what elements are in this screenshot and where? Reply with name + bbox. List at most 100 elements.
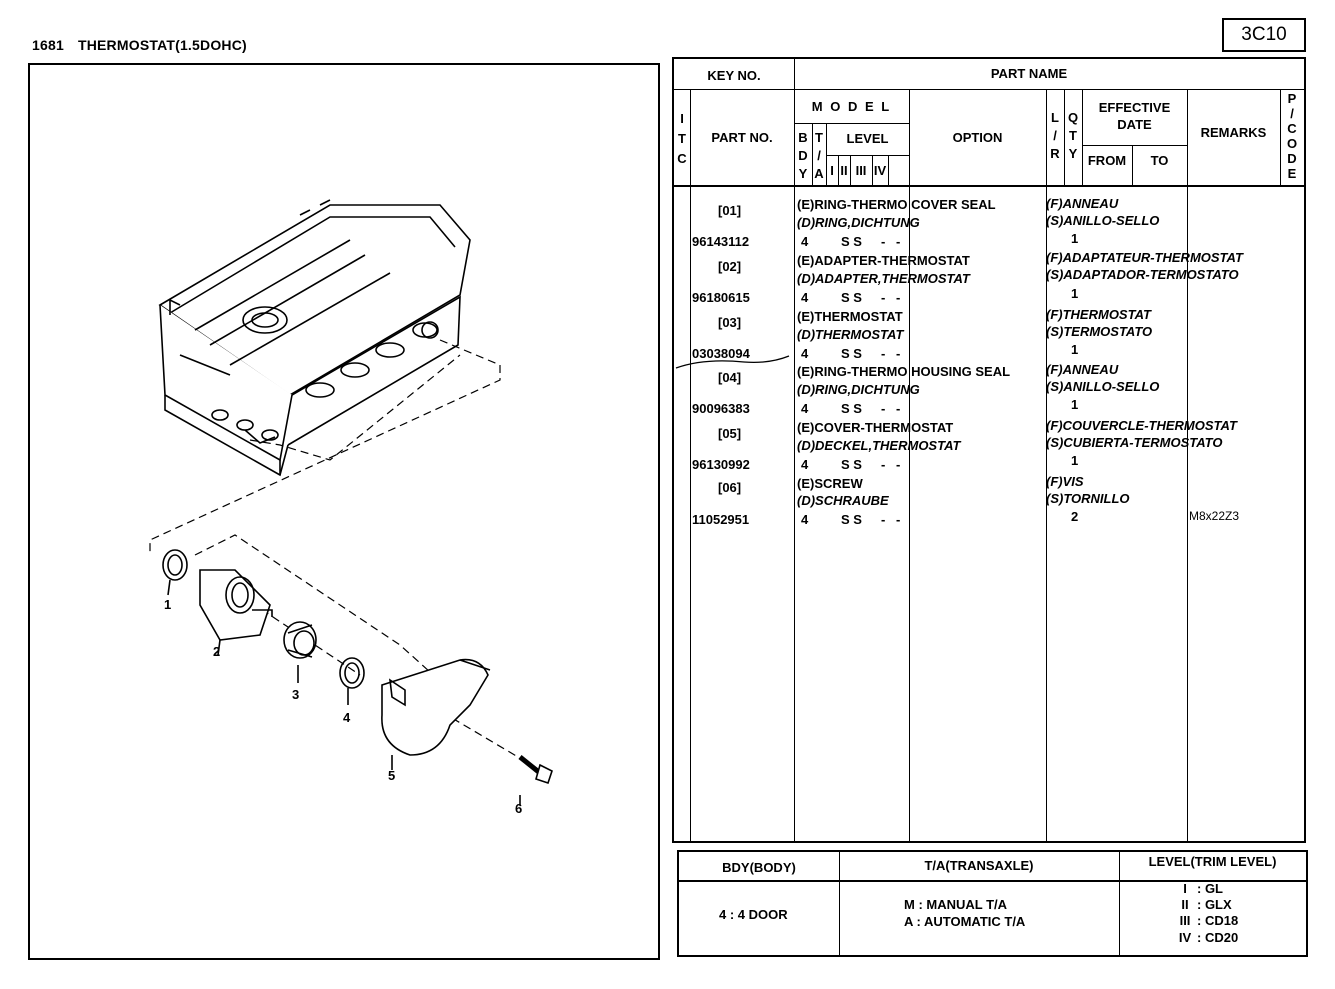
key-no: [03] xyxy=(718,315,742,330)
callout-3: 3 xyxy=(292,687,299,702)
part-name-f: (F)VIS xyxy=(1046,474,1084,489)
key-no: [04] xyxy=(718,370,742,385)
body-code: 4 xyxy=(801,346,809,361)
legend-level-iv: IV: CD20 xyxy=(1178,930,1239,945)
legend-level-iii: III: CD18 xyxy=(1179,913,1239,928)
thermostat-part-3 xyxy=(283,621,317,683)
part-name-e: (E)COVER-THERMOSTAT xyxy=(797,420,954,435)
key-no: [02] xyxy=(718,259,742,274)
part-no: 03038094 xyxy=(692,346,750,361)
ring-seal-part-4 xyxy=(339,657,365,689)
key-no: [06] xyxy=(718,480,742,495)
remarks-header: REMARKS xyxy=(1200,125,1267,140)
level-iv-value: - xyxy=(896,401,901,416)
part-no-header: PART NO. xyxy=(711,130,773,145)
quantity: 1 xyxy=(1071,397,1079,412)
level-iii-value: - xyxy=(881,512,886,527)
part-no: 96143112 xyxy=(692,234,750,249)
body-code: 4 xyxy=(801,512,809,527)
transaxle-codes: S S xyxy=(841,346,862,361)
quantity: 2 xyxy=(1071,509,1079,524)
transaxle-codes: S S xyxy=(841,512,862,527)
key-no-header: KEY NO. xyxy=(707,68,761,83)
quantity: 1 xyxy=(1071,286,1079,301)
thermostat-exploded-diagram: 1 2 3 4 5 6 xyxy=(149,199,553,816)
level-iii-value: - xyxy=(881,234,886,249)
body-code: 4 xyxy=(801,234,809,249)
level-iii-value: - xyxy=(881,457,886,472)
part-name-f: (F)ANNEAU xyxy=(1046,362,1119,377)
handwritten-underline xyxy=(675,355,790,369)
level-header: LEVEL xyxy=(846,131,889,146)
transaxle-codes: S S xyxy=(841,401,862,416)
part-name-e: (E)ADAPTER-THERMOSTAT xyxy=(797,253,970,268)
callout-5: 5 xyxy=(388,768,395,783)
key-no: [01] xyxy=(718,203,742,218)
part-name-e: (E)THERMOSTAT xyxy=(797,309,903,324)
level-iii-header: III xyxy=(855,163,867,178)
legend-level-ii: II: GLX xyxy=(1181,897,1232,912)
part-name-e: (E)SCREW xyxy=(797,476,863,491)
from-header: FROM xyxy=(1087,153,1127,168)
part-name-f: (F)ANNEAU xyxy=(1046,196,1119,211)
part-no: 90096383 xyxy=(692,401,750,416)
part-name-s: (S)CUBIERTA-TERMOSTATO xyxy=(1046,435,1223,450)
body-code: 4 xyxy=(801,290,809,305)
body-code: 4 xyxy=(801,457,809,472)
quantity: 1 xyxy=(1071,453,1079,468)
part-name-d: (D)ADAPTER,THERMOSTAT xyxy=(797,271,970,286)
legend-level-header: LEVEL(TRIM LEVEL) xyxy=(1148,854,1277,869)
level-iv-header: IV xyxy=(873,163,887,178)
part-name-s: (S)TORNILLO xyxy=(1046,491,1130,506)
page-number: 1681 xyxy=(32,37,64,53)
body-code: 4 xyxy=(801,401,809,416)
callout-1: 1 xyxy=(164,597,171,612)
part-no: 11052951 xyxy=(692,512,750,527)
legend-ta-manual: M : MANUAL T/A xyxy=(904,897,1008,912)
legend-level-i: I: GL xyxy=(1183,881,1223,896)
callout-4: 4 xyxy=(343,710,351,725)
key-no: [05] xyxy=(718,426,742,441)
section-title: THERMOSTAT(1.5DOHC) xyxy=(77,37,247,53)
to-header: TO xyxy=(1150,153,1169,168)
model-header: M O D E L xyxy=(811,99,892,114)
cylinder-head-drawing xyxy=(158,199,471,477)
ta-header: T/A xyxy=(814,130,824,181)
part-name-d: (D)RING,DICHTUNG xyxy=(797,215,920,230)
exploded-diagram-panel: 1 2 3 4 5 6 xyxy=(28,63,660,960)
part-no: 96180615 xyxy=(692,290,750,305)
part-name-f: (F)ADAPTATEUR-THERMOSTAT xyxy=(1046,250,1243,265)
page-code-box: 3C10 xyxy=(1222,18,1306,52)
quantity: 1 xyxy=(1071,342,1079,357)
cover-part-5 xyxy=(381,658,491,770)
level-iv-value: - xyxy=(896,290,901,305)
part-name-s: (S)ANILLO-SELLO xyxy=(1046,213,1160,228)
page-title: 1681 THERMOSTAT(1.5DOHC) xyxy=(32,37,247,53)
transaxle-codes: S S xyxy=(841,234,862,249)
legend-ta-header: T/A(TRANSAXLE) xyxy=(924,858,1034,873)
effective-date-header: EFFECTIVE DATE xyxy=(1098,100,1171,132)
option-header: OPTION xyxy=(952,130,1003,145)
level-ii-header: II xyxy=(840,163,848,178)
quantity: 1 xyxy=(1071,231,1079,246)
part-name-f: (F)COUVERCLE-THERMOSTAT xyxy=(1046,418,1237,433)
part-name-e: (E)RING-THERMO COVER SEAL xyxy=(797,197,996,212)
level-iv-value: - xyxy=(896,512,901,527)
part-name-d: (D)RING,DICHTUNG xyxy=(797,382,920,397)
callout-2: 2 xyxy=(213,644,220,659)
level-iv-value: - xyxy=(896,346,901,361)
transaxle-codes: S S xyxy=(841,290,862,305)
legend-bdy-header: BDY(BODY) xyxy=(722,860,796,875)
part-name-s: (S)ANILLO-SELLO xyxy=(1046,379,1160,394)
legend-table: BDY(BODY) T/A(TRANSAXLE) LEVEL(TRIM LEVE… xyxy=(677,850,1308,957)
ring-seal-part-1 xyxy=(162,549,188,581)
lr-header: L/R xyxy=(1050,110,1060,161)
part-name-s: (S)TERMOSTATO xyxy=(1046,324,1153,339)
level-iii-value: - xyxy=(881,346,886,361)
part-no: 96130992 xyxy=(692,457,750,472)
transaxle-codes: S S xyxy=(841,457,862,472)
